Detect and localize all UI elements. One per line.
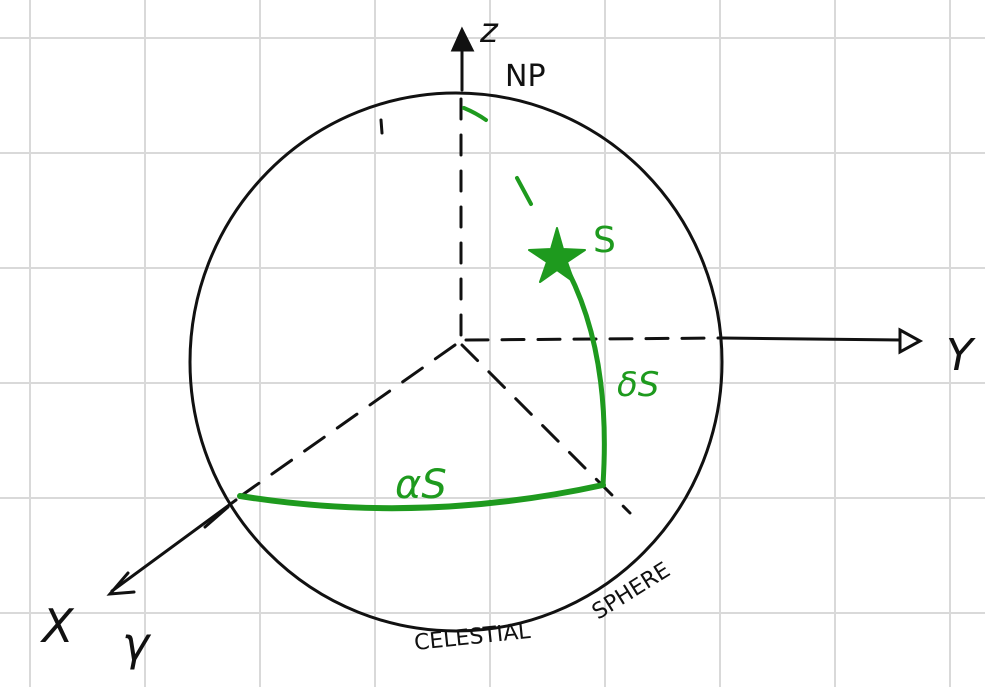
y-axis xyxy=(464,327,924,355)
north-pole-label: NP xyxy=(505,59,546,94)
tick-mark xyxy=(379,118,384,135)
y-axis-label: Y xyxy=(946,330,976,381)
z-axis xyxy=(450,26,475,337)
sphere-caption-sphere: SPHERE xyxy=(588,558,675,625)
hour-circle-dashed xyxy=(462,106,533,206)
declination-label: δS xyxy=(617,365,659,405)
x-axis xyxy=(106,343,457,596)
z-axis-label: z xyxy=(479,11,499,51)
declination-arc xyxy=(558,255,607,487)
celestial-sphere-outline xyxy=(188,91,724,633)
x-axis-label: X xyxy=(40,599,75,653)
star-label: S xyxy=(593,220,616,261)
right-ascension-arc xyxy=(237,482,606,512)
sphere-caption-celestial: CELESTIAL xyxy=(413,619,532,656)
star-icon xyxy=(528,227,586,283)
vernal-equinox-label: γ xyxy=(122,617,152,671)
right-ascension-label: αS xyxy=(395,462,447,508)
